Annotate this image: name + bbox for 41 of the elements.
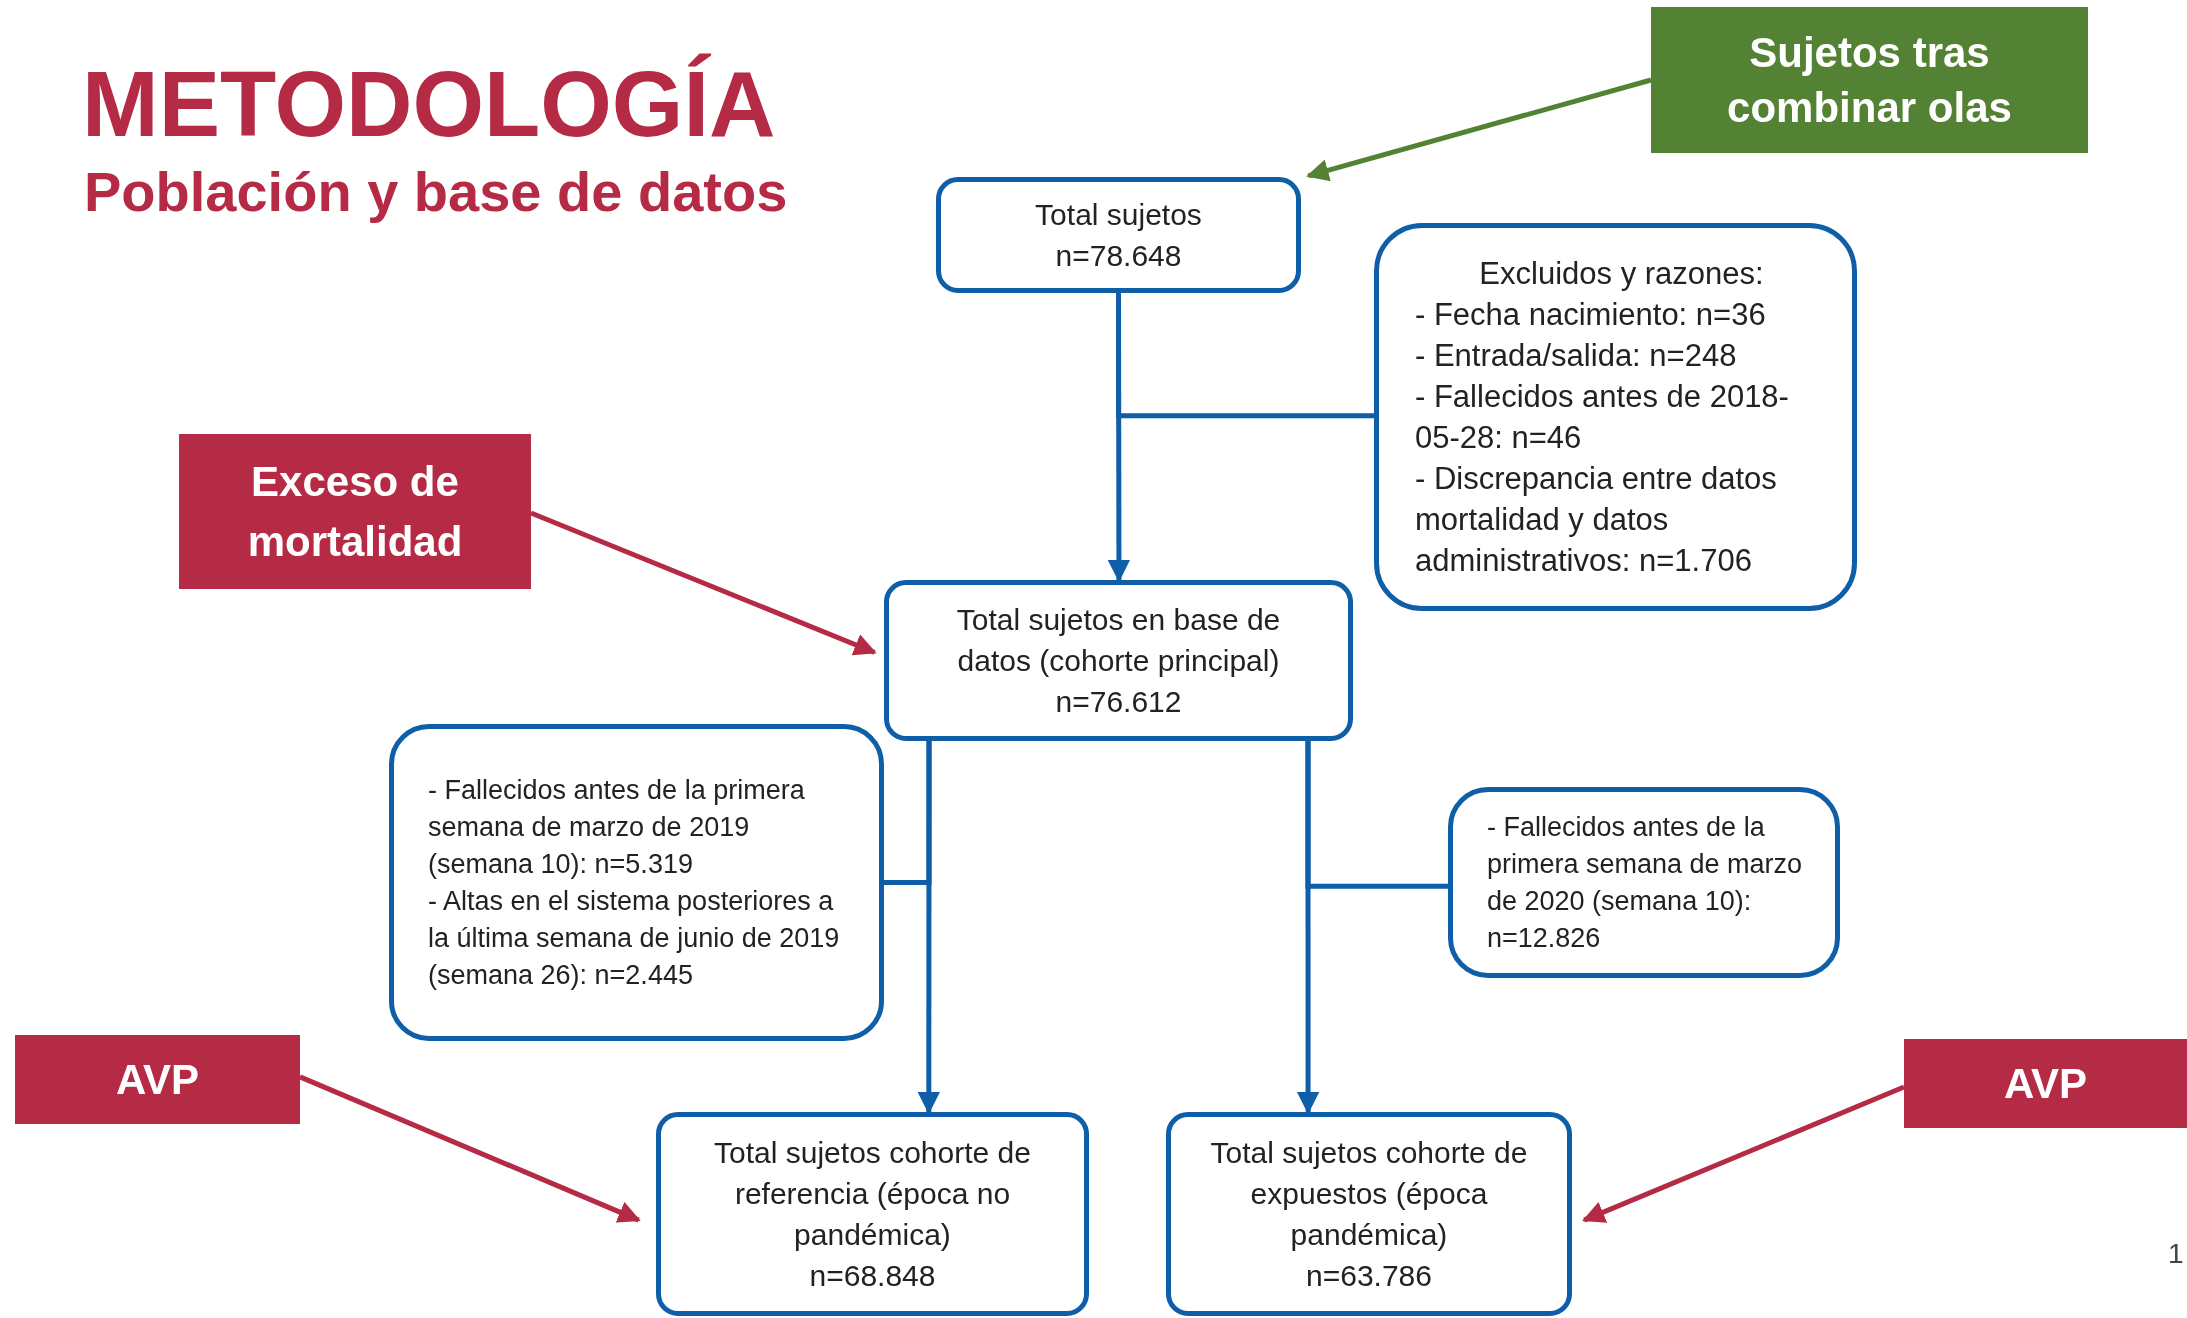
connector-line [884,741,932,885]
box-text: - Discrepancia entre datos mortalidad y datos administrativos: n=1.706 [1415,460,1778,580]
process-box [656,1112,1089,1316]
box-text: - Fallecidos antes de la primera semana de marzo de 2019 (semana 10): n=5.319 [428,773,806,881]
exclusion-box [389,724,884,1041]
connector-line [1116,293,1374,419]
box-text: n=63.786 [1306,1258,1432,1294]
box-text: AVP [2003,1058,2088,1109]
process-box [936,177,1301,293]
box-text: - Fecha nacimiento: n=36 [1415,296,1767,334]
box-text: Exceso de mortalidad [246,456,464,567]
box-text: - Fallecidos antes de 2018-05-28: n=46 [1415,378,1790,457]
box-text: Total sujetos en base de datos (cohorte principal) [955,602,1282,679]
subtitle: Población y base de datos [84,160,788,224]
box-text: n=68.848 [809,1258,936,1294]
callout-box [15,1035,300,1124]
box-text: n=78.648 [1055,238,1182,274]
box-text: - Altas en el sistema posteriores a la última semana de junio de 2019 (semana 26): n=2.445 [428,884,841,992]
title: METODOLOGÍA [82,52,776,156]
box-text: n=76.612 [1055,684,1182,720]
process-box [884,580,1353,741]
box-text: - Entrada/salida: n=248 [1415,337,1738,375]
callout-box [1904,1039,2187,1128]
callout-box [1651,7,2088,153]
box-text: Sujetos tras combinar olas [1726,28,2013,133]
arrow [299,1074,641,1223]
process-box [1166,1112,1572,1316]
box-heading: Excluidos y razones: [1479,255,1764,293]
box-text: AVP [115,1054,200,1105]
page-number: 1 [2168,1238,2184,1270]
connector-line [1305,741,1448,889]
arrow [530,510,877,656]
box-text: Total sujetos [1035,197,1202,233]
exclusion-box [1374,223,1857,611]
callout-box [179,434,531,589]
box-text: Total sujetos cohorte de referencia (época no pandémica) [713,1135,1032,1253]
arrow [1582,1084,1905,1223]
exclusion-box [1448,787,1840,978]
box-text: Total sujetos cohorte de expuestos (época pandémica) [1209,1135,1529,1253]
arrow [1306,77,1652,182]
box-text: - Fallecidos antes de la primera semana de marzo de 2020 (semana 10): n=12.826 [1487,810,1804,955]
